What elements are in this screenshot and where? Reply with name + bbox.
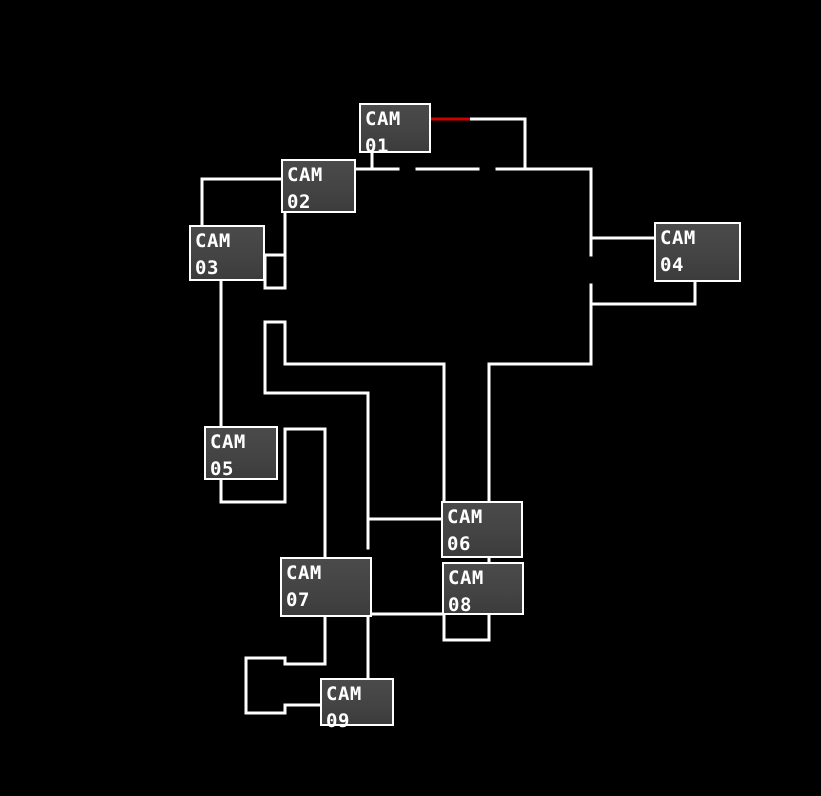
cam-04-label: CAM 04 [660,227,696,276]
cam-01-button[interactable]: CAM 01 [359,103,431,157]
cam-03-button[interactable]: CAM 03 [189,225,265,281]
cam-04-button[interactable]: CAM 04 [654,222,741,282]
wall-segment [495,167,593,257]
cam-03-label: CAM 03 [195,230,231,279]
cam-01-label: CAM 01 [365,108,401,157]
cam-09-label: CAM 09 [326,683,362,732]
cam-02-label: CAM 02 [287,164,323,213]
wall-segment [487,283,593,503]
cam-05-button[interactable]: CAM 05 [204,426,278,480]
cam-05-label: CAM 05 [210,431,246,480]
cam-07-button[interactable]: CAM 07 [280,557,372,617]
map-walls [200,117,697,715]
wall-segment [442,613,491,642]
wall-segment [589,280,697,306]
cam-02-button[interactable]: CAM 02 [281,159,356,213]
cam-08-button[interactable]: CAM 08 [442,562,524,616]
cam-08-label: CAM 08 [448,567,484,616]
cam-09-button[interactable]: CAM 09 [320,678,394,732]
wall-segment [200,177,283,227]
wall-segment [219,427,327,559]
cam-06-button[interactable]: CAM 06 [441,501,523,558]
wall-segment [468,117,527,171]
wall-segment [263,211,287,290]
cam-07-label: CAM 07 [286,562,322,611]
cam-06-label: CAM 06 [447,506,483,555]
wall-segment [244,615,327,715]
wall-segment [263,320,446,550]
